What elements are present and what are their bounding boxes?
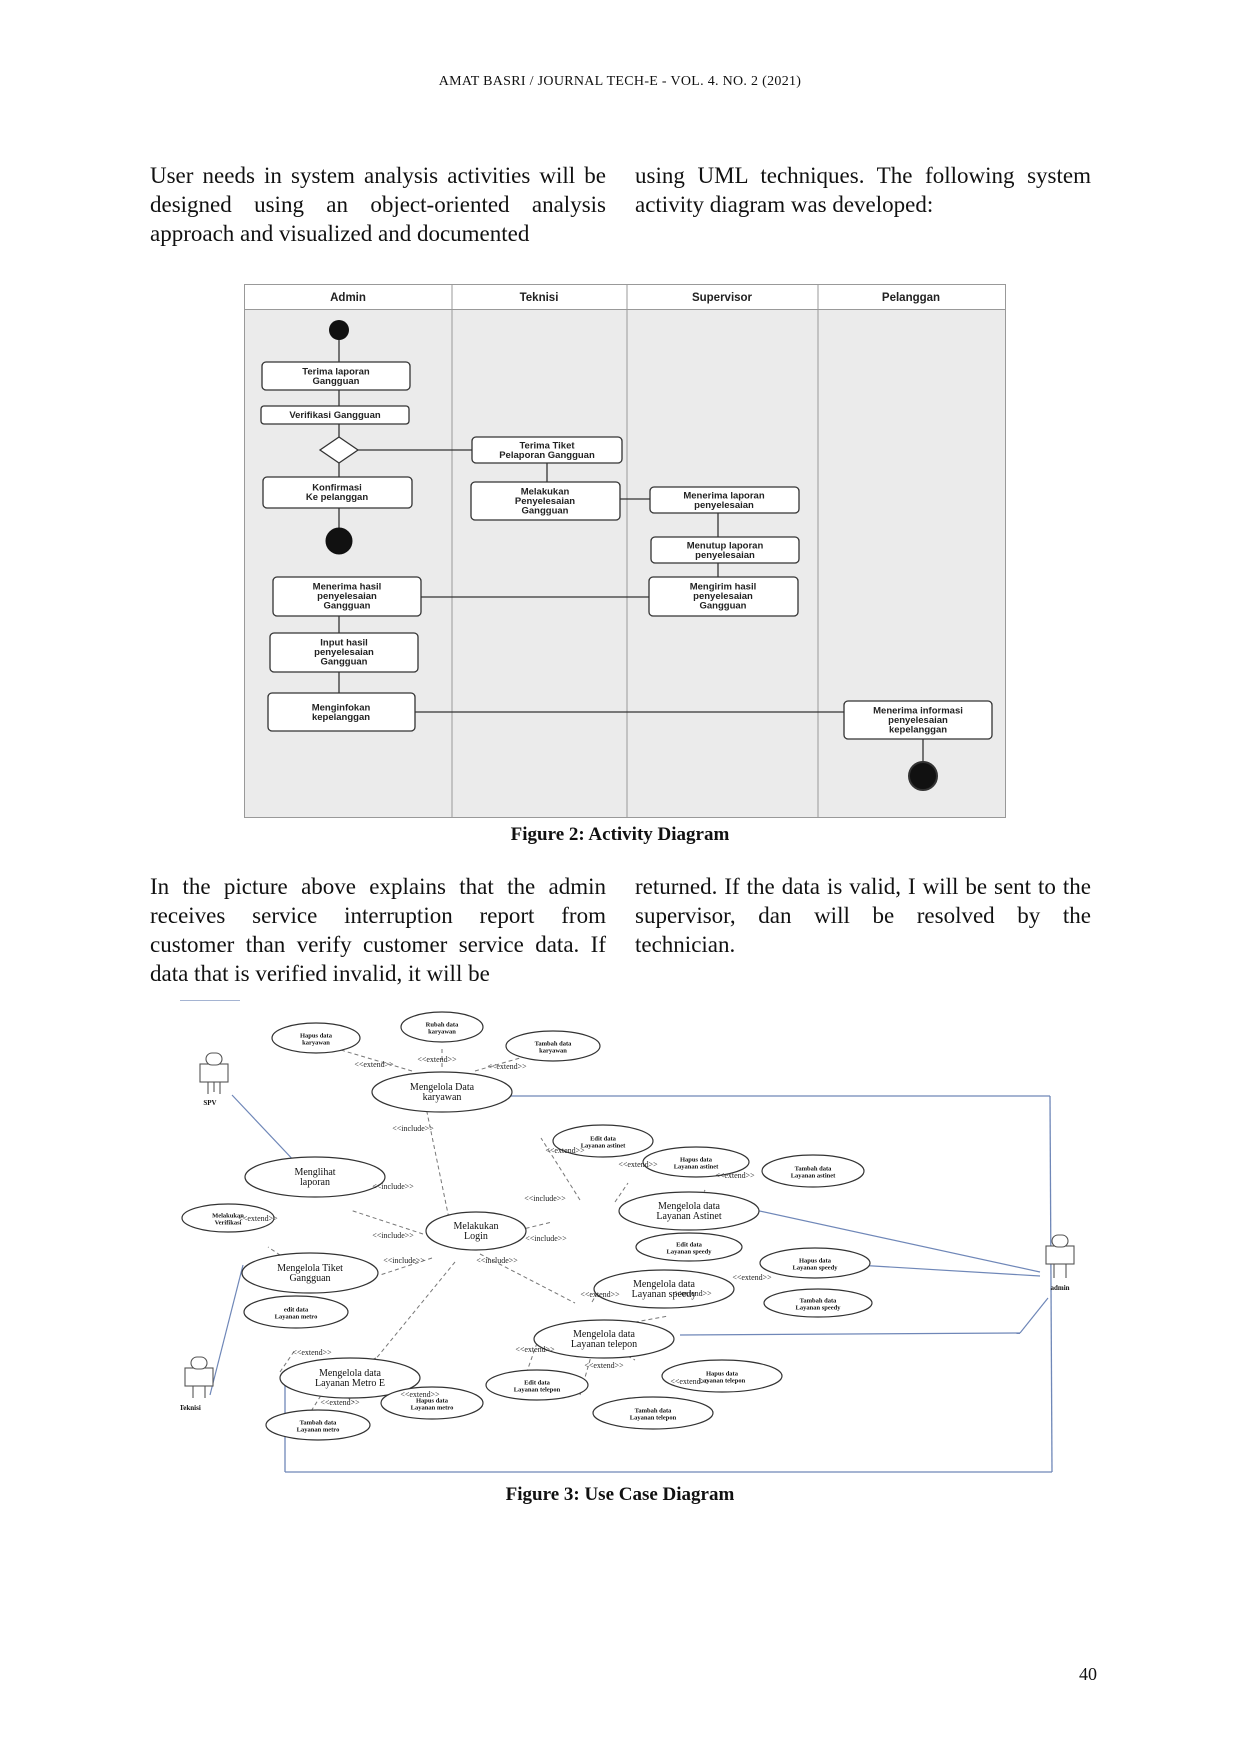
stereotype-include-label: <<include>>: [476, 1256, 518, 1265]
stereotype-include-label: <<include>>: [372, 1231, 414, 1240]
stereotype-extend-label: <<extend>>: [320, 1398, 360, 1407]
stereotype-extend-label: <<extend>>: [487, 1062, 527, 1071]
stereotype-extend-label: <<extend>>: [515, 1345, 555, 1354]
para1-right: using UML techniques. The following syst…: [635, 163, 1091, 217]
stereotype-extend-label: <<extend>>: [672, 1289, 712, 1298]
stereotype-extend-label: <<extend>>: [238, 1214, 278, 1223]
stereotype-extend-label: <<extend>>: [584, 1361, 624, 1370]
para2-left: In the picture above explains that the a…: [150, 874, 606, 986]
para2-right: returned. If the data is valid, I will b…: [635, 874, 1091, 957]
figure3-caption: Figure 3: Use Case Diagram: [505, 1484, 735, 1505]
stereotype-include-label: <<include>>: [524, 1194, 566, 1203]
stereotype-extend-label: <<extend>>: [400, 1390, 440, 1399]
stereotype-extend-label: <<extend>>: [715, 1171, 755, 1180]
stereotype-extend-label: <<extend>>: [354, 1060, 394, 1069]
stereotype-extend-label: <<extend>>: [417, 1055, 457, 1064]
figure2-caption: Figure 2: Activity Diagram: [510, 824, 730, 845]
stereotype-extend-label: <<extend>>: [580, 1290, 620, 1299]
swimlane-header-supervisor: Supervisor: [692, 292, 753, 304]
stereotype-include-label: <<include>>: [372, 1182, 414, 1191]
running-head: AMAT BASRI / JOURNAL TECH-E - VOL. 4. NO…: [438, 74, 802, 89]
stereotype-include-label: <<include>>: [392, 1124, 434, 1133]
swimlane-header-admin: Admin: [330, 292, 366, 304]
activity-verifikasi: Verifikasi Gangguan: [289, 410, 381, 421]
stereotype-extend-label: <<extend>>: [732, 1273, 772, 1282]
actor-spv: SPV: [203, 1099, 216, 1107]
para1-left: User needs in system analysis activities…: [150, 163, 606, 246]
stereotype-extend-label: <<extend>>: [670, 1377, 710, 1386]
swimlane-header-pelanggan: Pelanggan: [882, 292, 940, 304]
stereotype-extend-label: <<extend>>: [618, 1160, 658, 1169]
stereotype-extend-label: <<extend>>: [545, 1146, 585, 1155]
page-number: 40: [1079, 1664, 1097, 1684]
stereotype-extend-label: <<extend>>: [292, 1348, 332, 1357]
stereotype-include-label: <<include>>: [525, 1234, 567, 1243]
actor-admin: admin: [1050, 1284, 1069, 1292]
actor-teknisi: Teknisi: [180, 1404, 201, 1412]
swimlane-header-teknisi: Teknisi: [520, 292, 559, 304]
stereotype-include-label: <<include>>: [383, 1256, 425, 1265]
